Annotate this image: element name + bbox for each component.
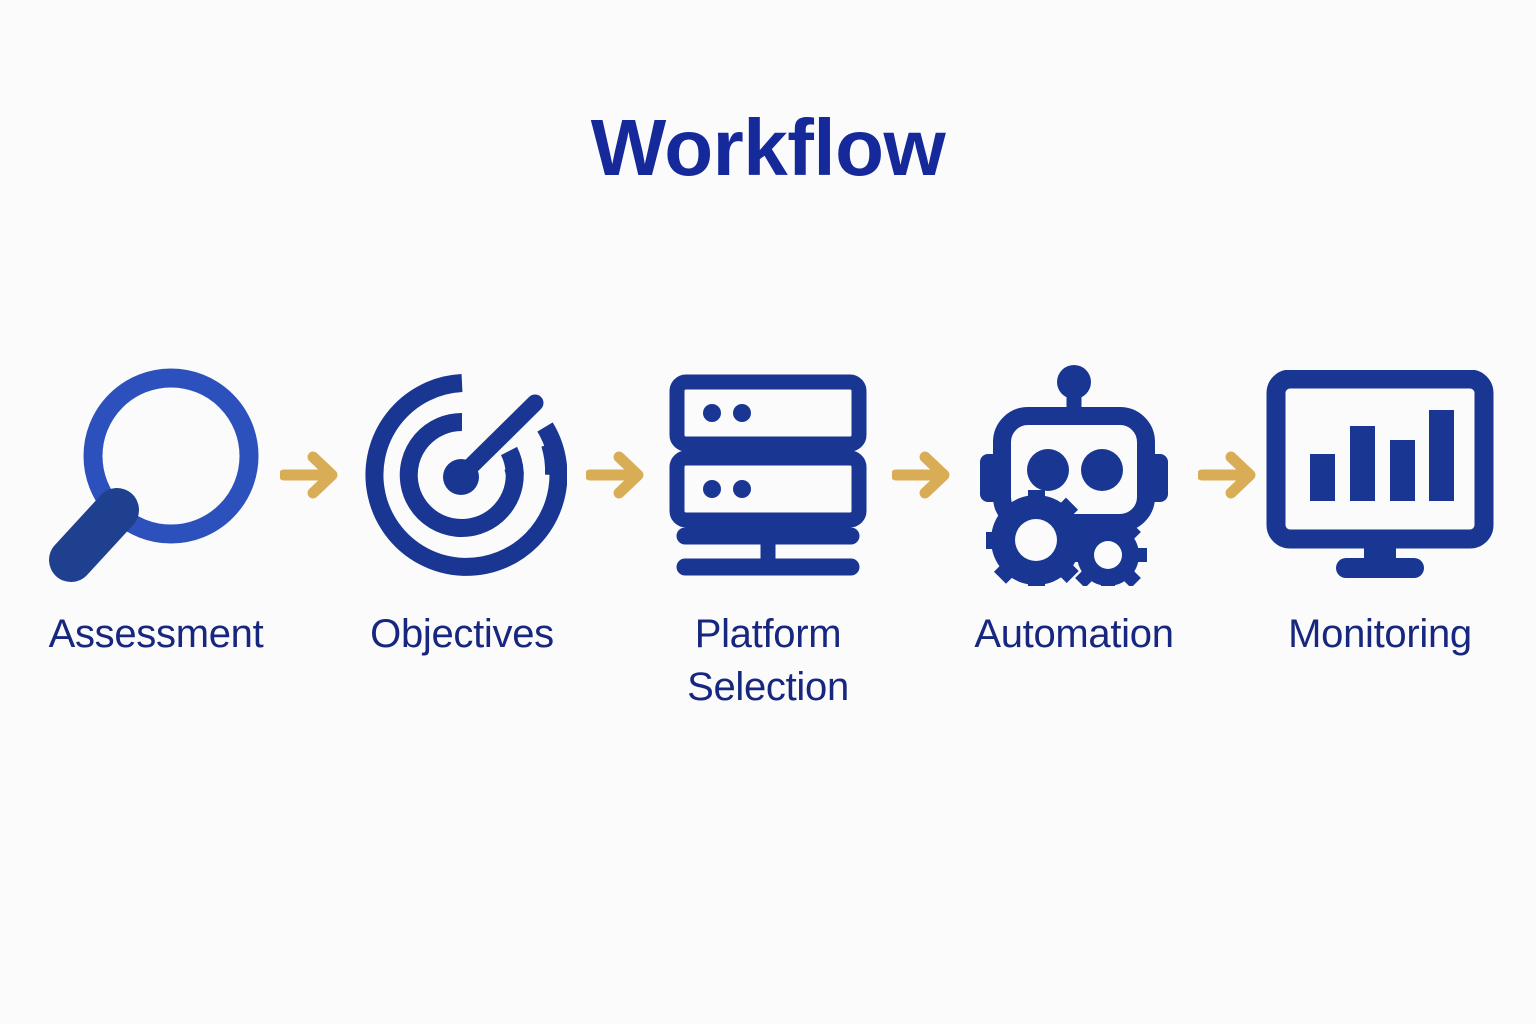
arrow-right-icon-4 [1189, 360, 1265, 590]
robot-gears-icon [959, 360, 1189, 590]
server-rack-icon [653, 360, 883, 590]
workflow-step-label: Assessment [48, 612, 264, 656]
monitor-bar-chart-icon [1265, 360, 1495, 590]
workflow-step-objectives[interactable]: Objectives [347, 360, 577, 661]
arrow-right-icon-1 [271, 360, 347, 590]
workflow-steps-row: Assessment [48, 360, 1494, 714]
workflow-step-monitoring[interactable]: Monitoring [1265, 360, 1495, 661]
monitor-bars [1310, 410, 1454, 501]
arrow-right-icon-3 [883, 360, 959, 590]
workflow-step-label: Monitoring [1288, 612, 1472, 656]
arrow-right-icon-2 [577, 360, 653, 590]
target-icon [347, 360, 577, 590]
workflow-step-label: Automation [974, 612, 1174, 656]
magnifying-glass-icon [41, 360, 271, 590]
workflow-step-label: Platform Selection [687, 612, 849, 709]
workflow-step-automation[interactable]: Automation [959, 360, 1189, 661]
page-title: Workflow [590, 103, 946, 192]
workflow-step-assessment[interactable]: Assessment [41, 360, 271, 661]
workflow-step-platform-selection[interactable]: Platform Selection [653, 360, 883, 714]
workflow-step-label: Objectives [370, 612, 554, 656]
